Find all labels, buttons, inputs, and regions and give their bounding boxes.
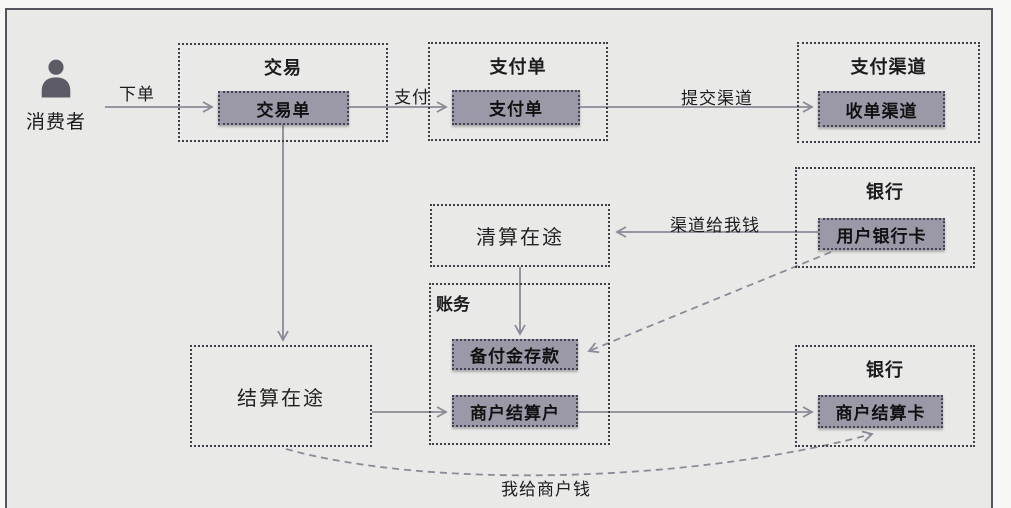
person-icon bbox=[41, 59, 71, 98]
node-reserve-deposit: 备付金存款 bbox=[452, 339, 578, 370]
group-payment-channel-title: 支付渠道 bbox=[850, 57, 927, 77]
edge-label-pay: 支付 bbox=[394, 88, 430, 107]
group-payment-channel: 支付渠道 bbox=[797, 42, 980, 143]
edge-label-channel-pays-me: 渠道给我钱 bbox=[670, 216, 760, 235]
edge-bankcard-to-reserve-dashed bbox=[587, 251, 832, 354]
node-user-bank-card: 用户银行卡 bbox=[818, 218, 945, 250]
edge-label-place-order: 下单 bbox=[119, 85, 155, 104]
group-bank-bottom-title: 银行 bbox=[866, 360, 904, 380]
group-bank-bottom: 银行 bbox=[795, 345, 975, 447]
edge-pay-merchant-dashed bbox=[285, 430, 874, 477]
node-merchant-settlement-account: 商户结算户 bbox=[452, 395, 578, 427]
group-payment-order-title: 支付单 bbox=[489, 57, 547, 77]
group-trade-title: 交易 bbox=[264, 58, 302, 78]
group-trade: 交易 bbox=[178, 43, 388, 142]
edge-label-submit-channel: 提交渠道 bbox=[681, 89, 753, 108]
node-payment-order: 支付单 bbox=[452, 90, 580, 125]
group-accounting-title: 账务 bbox=[436, 295, 470, 314]
actor-consumer: 消费者 bbox=[18, 58, 94, 134]
actor-label: 消费者 bbox=[25, 112, 86, 133]
node-merchant-settlement-card: 商户结算卡 bbox=[818, 395, 943, 428]
group-bank-top: 银行 bbox=[795, 167, 975, 268]
node-settlement-in-transit: 结算在途 bbox=[190, 345, 372, 447]
group-bank-top-title: 银行 bbox=[866, 182, 904, 202]
node-clearing-in-transit: 清算在途 bbox=[430, 204, 610, 267]
edge-label-pay-merchant: 我给商户钱 bbox=[501, 480, 591, 499]
node-trade-order: 交易单 bbox=[218, 91, 349, 125]
group-accounting: 账务 bbox=[429, 283, 610, 445]
group-payment-order: 支付单 bbox=[428, 42, 608, 141]
node-acquiring-channel: 收单渠道 bbox=[818, 91, 945, 127]
